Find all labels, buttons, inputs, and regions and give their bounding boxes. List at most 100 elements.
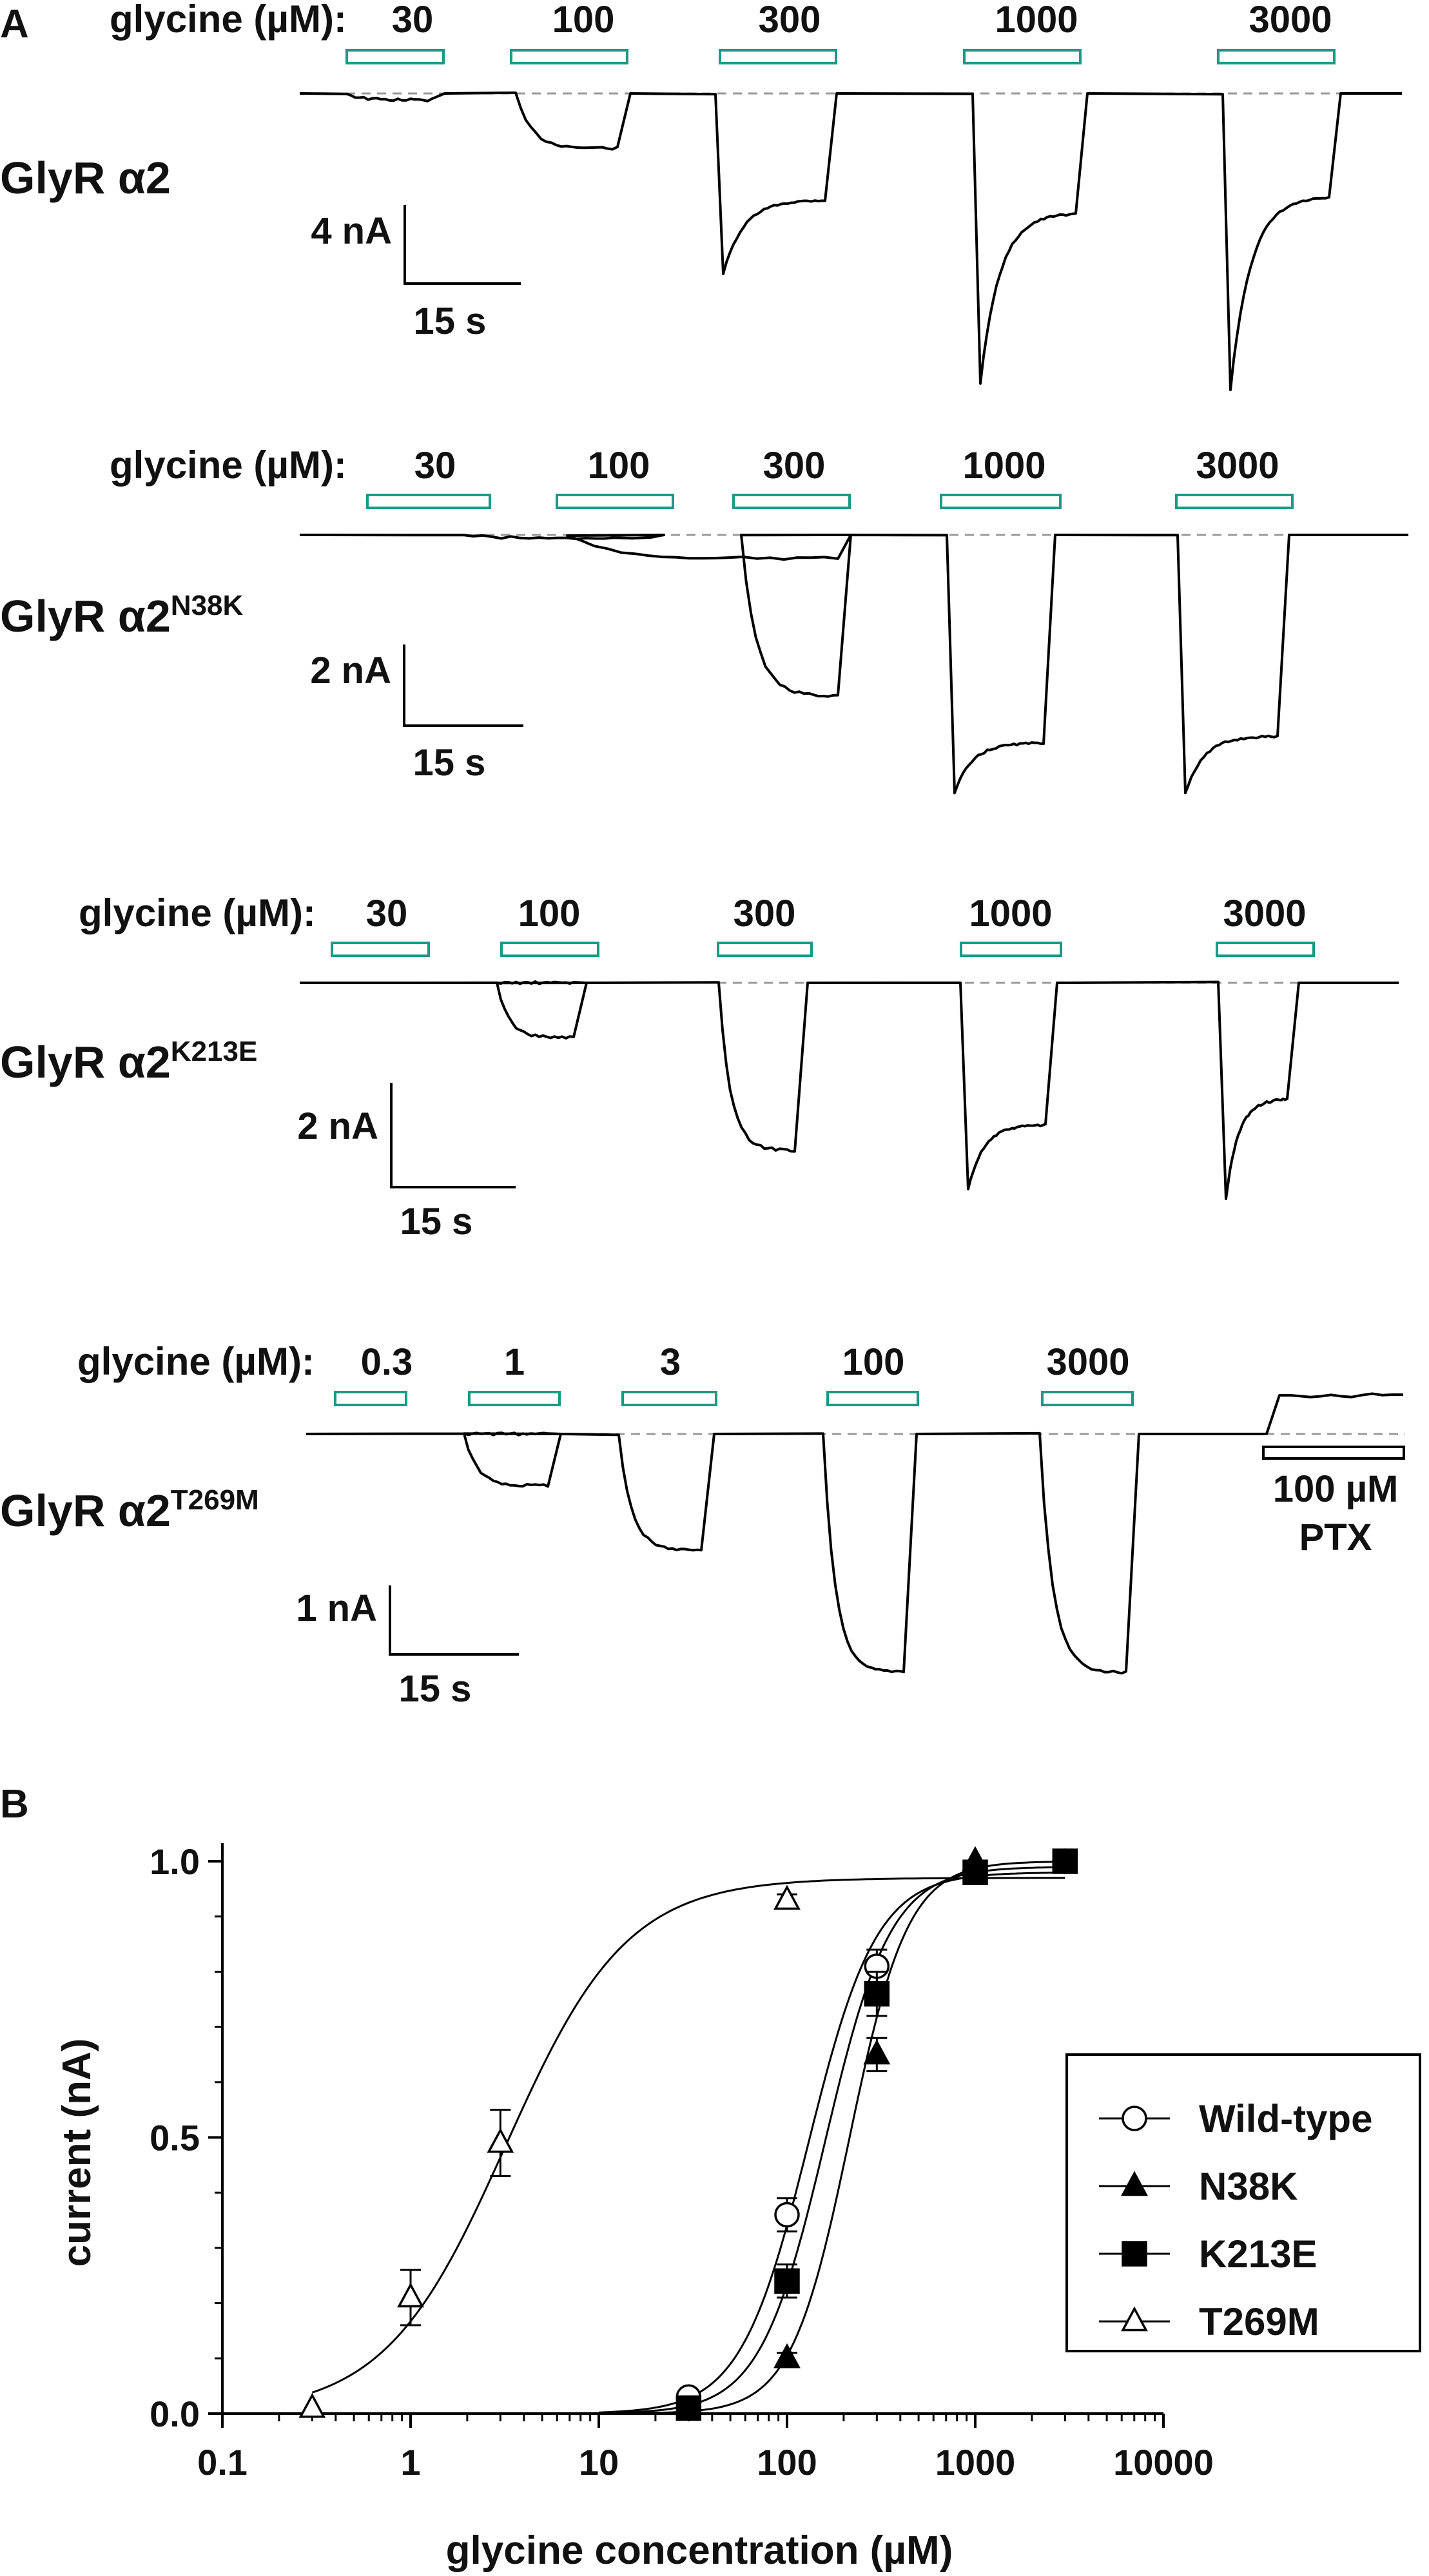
concentration-value: 1000	[969, 893, 1052, 935]
data-point	[676, 2395, 702, 2421]
data-point	[1121, 2171, 1148, 2196]
fit-curve	[598, 1872, 1065, 2414]
glycine-application-bar	[719, 49, 837, 64]
mutation-superscript: N38K	[171, 590, 244, 621]
receptor-label: GlyR α2N38K	[0, 590, 244, 641]
legend-entry: Wild-type	[1099, 2097, 1372, 2140]
x-axis-label: glycine concentration (µM)	[446, 2528, 953, 2573]
scale-bar	[389, 1585, 519, 1656]
concentration-label: glycine (µM):	[79, 891, 316, 935]
data-point	[1122, 2241, 1147, 2267]
concentration-value: 300	[763, 445, 826, 487]
glycine-application-bar	[556, 494, 674, 509]
receptor-name: GlyR α2	[0, 1037, 171, 1087]
glycine-application-bar	[334, 1391, 407, 1406]
current-trace	[306, 1392, 1404, 1675]
ptx-label-line2: PTX	[1299, 1516, 1372, 1558]
concentration-value: 1000	[995, 0, 1078, 41]
data-points	[298, 1846, 1078, 2421]
series-points	[676, 1848, 1078, 2421]
scale-current-label: 4 nA	[311, 210, 392, 252]
scale-current-label: 2 nA	[297, 1105, 378, 1147]
concentration-value: 30	[366, 893, 408, 935]
glycine-application-bar	[963, 49, 1082, 64]
legend-entry: T269M	[1099, 2300, 1319, 2343]
scale-bar	[390, 1083, 516, 1188]
concentration-label: glycine (µM):	[110, 443, 347, 487]
receptor-label: GlyR α2T269M	[0, 1484, 259, 1536]
x-tick-label: 0.1	[197, 2442, 248, 2483]
scale-bar	[403, 205, 521, 285]
concentration-value: 300	[734, 893, 796, 935]
glycine-application-bar	[1175, 494, 1294, 509]
glycine-application-bar	[331, 942, 430, 957]
panel-a-letter: A	[0, 2, 29, 46]
data-point	[1052, 1848, 1078, 1874]
panel-a: A glycine (µM): GlyR α2 30 100 300 1000 3000 4 …	[0, 0, 1408, 1710]
mutation-superscript: K213E	[171, 1036, 258, 1067]
concentration-value: 3000	[1196, 445, 1279, 487]
series-points	[676, 1848, 1078, 2410]
concentration-label: glycine (µM):	[110, 0, 347, 41]
concentration-value: 3	[660, 1341, 681, 1383]
mutation-superscript: T269M	[171, 1484, 259, 1516]
glycine-application-bar	[940, 494, 1062, 509]
concentration-value: 3000	[1223, 893, 1306, 935]
x-tick-label: 10	[579, 2442, 619, 2483]
ptx-application-bar	[1262, 1446, 1405, 1460]
data-point	[774, 2202, 800, 2228]
scale-time-label: 15 s	[414, 300, 487, 342]
current-trace	[299, 91, 1402, 391]
concentration-label: glycine (µM):	[77, 1340, 315, 1383]
receptor-label: GlyR α2	[0, 153, 171, 203]
glycine-application-bar	[468, 1391, 561, 1406]
panel-b-letter: B	[0, 1782, 29, 1826]
scale-current-label: 2 nA	[310, 650, 391, 692]
legend-label: T269M	[1199, 2300, 1319, 2343]
data-point	[774, 2268, 800, 2294]
scale-time-label: 15 s	[413, 742, 486, 784]
x-tick-label: 100	[757, 2442, 817, 2483]
concentration-value: 3000	[1046, 1341, 1129, 1383]
x-tick-label: 1	[400, 2442, 420, 2483]
concentration-value: 300	[759, 0, 821, 41]
data-point	[1122, 2106, 1147, 2131]
y-tick-label: 0.0	[150, 2394, 200, 2434]
receptor-name: GlyR α2	[0, 1486, 171, 1536]
current-trace	[299, 980, 1399, 1200]
legend-entry: N38K	[1099, 2165, 1298, 2208]
ptx-label-line1: 100 µM	[1273, 1468, 1399, 1510]
x-tick-label: 1000	[935, 2442, 1016, 2483]
receptor-name: GlyR α2	[0, 153, 171, 203]
series-points	[298, 1884, 801, 2418]
data-point	[864, 1980, 890, 2007]
glycine-application-bar	[366, 494, 491, 509]
legend-label: N38K	[1199, 2165, 1298, 2208]
series-points	[773, 1846, 989, 2368]
glycine-application-bar	[960, 942, 1062, 957]
glycine-application-bar	[717, 942, 813, 957]
concentration-value: 3000	[1249, 0, 1332, 41]
glycine-application-bar	[732, 494, 851, 509]
glycine-application-bar	[826, 1391, 919, 1406]
data-point	[773, 1884, 801, 1910]
data-point	[962, 1859, 988, 1885]
receptor-name: GlyR α2	[0, 591, 171, 641]
fit-curve	[599, 1861, 1065, 2415]
y-axis-label: current (nA)	[55, 2039, 99, 2267]
fit-curve	[311, 1877, 1065, 2394]
glycine-application-bar	[1216, 942, 1315, 957]
data-point	[397, 2282, 424, 2308]
concentration-value: 30	[414, 445, 456, 487]
scale-time-label: 15 s	[400, 1201, 473, 1243]
data-point	[487, 2127, 514, 2153]
concentration-value: 100	[588, 445, 650, 487]
concentration-value: 100	[552, 0, 615, 41]
concentration-value: 1000	[962, 445, 1045, 487]
